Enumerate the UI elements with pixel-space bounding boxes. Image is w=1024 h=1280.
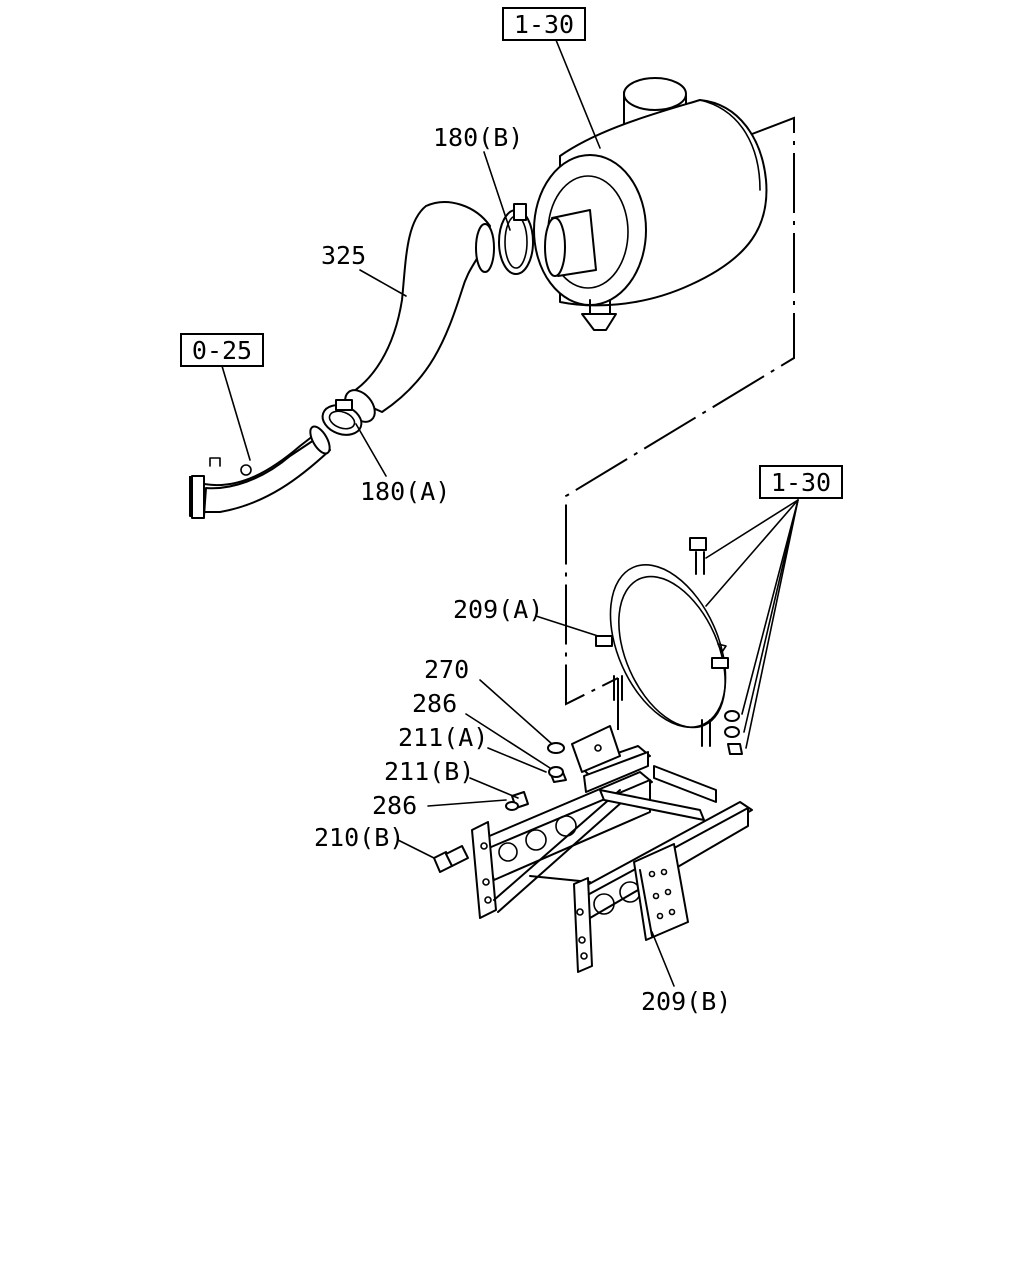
ref-right-label: 1-30 xyxy=(771,468,831,497)
clamp-180b-drawing xyxy=(498,203,534,275)
label-270: 270 xyxy=(424,655,469,684)
assembly-guide-lines xyxy=(565,116,795,730)
part-labels: 180(B) 325 180(A) 209(A) 270 286 211(A) … xyxy=(314,123,731,1016)
label-180b: 180(B) xyxy=(433,123,523,152)
intake-pipe-drawing xyxy=(189,425,331,519)
label-209a: 209(A) xyxy=(453,595,543,624)
label-286-upper: 286 xyxy=(412,689,457,718)
intake-hose-drawing xyxy=(344,201,495,423)
label-325: 325 xyxy=(321,241,366,270)
ref-box-right: 1-30 xyxy=(759,465,843,499)
ref-left-label: 0-25 xyxy=(192,336,252,365)
ref-box-left: 0-25 xyxy=(180,333,264,367)
air-cleaner-drawing xyxy=(533,77,768,331)
label-210b: 210(B) xyxy=(314,823,404,852)
leader-lines xyxy=(221,39,799,987)
label-209b: 209(B) xyxy=(641,987,731,1016)
clamp-180a-drawing xyxy=(321,399,363,436)
bracket-frame-drawing xyxy=(471,725,753,973)
label-211a: 211(A) xyxy=(398,723,488,752)
fasteners-drawing xyxy=(433,742,567,873)
label-211b: 211(B) xyxy=(384,757,474,786)
label-180a: 180(A) xyxy=(360,477,450,506)
ref-top-label: 1-30 xyxy=(514,10,574,39)
label-286-lower: 286 xyxy=(372,791,417,820)
ref-box-top: 1-30 xyxy=(502,7,586,41)
mounting-band-drawing xyxy=(595,537,743,755)
